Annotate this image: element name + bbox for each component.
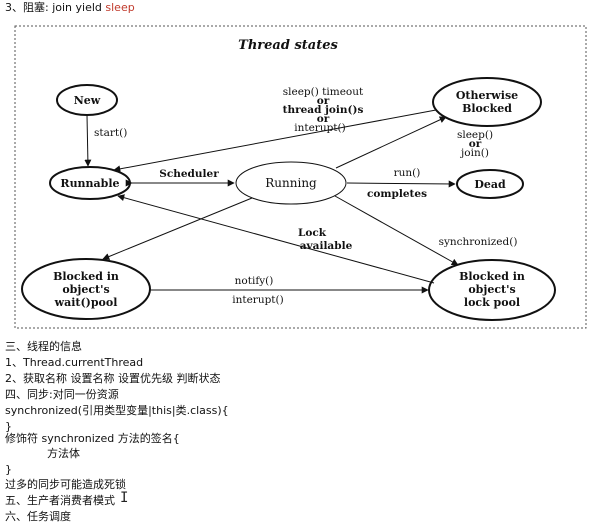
- header-line: 3、阻塞: join yield sleep: [5, 1, 135, 15]
- edge-synchronized-label: synchronized(): [439, 236, 518, 248]
- text-cursor-icon: I: [120, 490, 129, 506]
- edge-sleep-timeout-2: or: [317, 95, 330, 107]
- node-lock-pool: Blocked in object's lock pool: [428, 259, 556, 321]
- edge-completes-label: completes: [367, 188, 427, 200]
- diagram-frame: [14, 25, 587, 329]
- edge-sleep-join-2: or: [469, 138, 482, 150]
- edge-running-to-lock: [334, 195, 459, 266]
- note-line-3: 2、获取名称 设置名称 设置优先级 判断状态: [5, 372, 221, 385]
- edge-run-complete: [346, 180, 456, 188]
- node-running-label: Running: [265, 176, 317, 190]
- node-new: New: [56, 84, 118, 116]
- note-line-4: 四、同步:对同一份资源: [5, 388, 119, 401]
- edge-sleep-timeout-1: sleep() timeout: [283, 86, 364, 98]
- edge-sleep-timeout-5: interupt(): [294, 122, 345, 134]
- note-line-9: }: [5, 463, 12, 476]
- node-runnable-label: Runnable: [60, 177, 119, 190]
- note-line-1: 三、线程的信息: [5, 340, 82, 353]
- node-lock-label-1: Blocked in: [459, 270, 525, 283]
- edge-lock-available-1: Lock: [298, 227, 327, 239]
- edge-lock-to-runnable: [117, 194, 435, 284]
- edge-notify-label: notify(): [235, 275, 274, 287]
- node-otherwise-blocked: Otherwise Blocked: [432, 77, 542, 127]
- node-otherwise-label-1: Otherwise: [456, 89, 518, 102]
- edge-otherwise-to-runnable: [113, 109, 437, 173]
- edge-sleep-timeout-4: or: [317, 113, 330, 125]
- node-wait-pool: Blocked in object's wait()pool: [21, 258, 151, 320]
- node-lock-label-3: lock pool: [464, 296, 520, 309]
- edge-sleep-join-1: sleep(): [457, 129, 493, 141]
- node-dead: Dead: [456, 169, 524, 199]
- header-sleep: sleep: [105, 1, 135, 14]
- note-line-2: 1、Thread.currentThread: [5, 356, 144, 369]
- diagram-title: Thread states: [238, 38, 338, 53]
- note-line-8: 方法体: [47, 447, 80, 460]
- node-dead-label: Dead: [474, 178, 506, 191]
- edge-start-label: start(): [94, 127, 127, 139]
- edge-sleep-join-3: join(): [459, 147, 489, 159]
- edge-lock-available-2: available: [300, 240, 353, 252]
- note-line-5: synchronized(引用类型变量|this|类.class){: [5, 404, 229, 417]
- node-wait-label-2: object's: [62, 283, 109, 296]
- node-running: Running: [235, 161, 347, 205]
- node-wait-label-3: wait()pool: [54, 296, 118, 309]
- node-wait-label-1: Blocked in: [53, 270, 119, 283]
- edge-run-label: run(): [394, 167, 421, 179]
- note-line-6: }: [5, 420, 12, 433]
- header-prefix: 3、阻塞: join yield: [5, 1, 102, 14]
- edge-scheduler-label: Scheduler: [159, 168, 219, 180]
- edge-start: [84, 114, 92, 167]
- edge-interupt-label: interupt(): [232, 294, 283, 306]
- node-runnable: Runnable: [49, 166, 131, 200]
- note-line-7: 修饰符 synchronized 方法的签名{: [5, 432, 180, 445]
- edge-running-to-wait: [102, 197, 253, 260]
- note-line-10: 过多的同步可能造成死锁: [5, 478, 126, 491]
- note-line-12: 六、任务调度: [5, 510, 71, 523]
- note-line-11: 五、生产者消费者模式: [5, 494, 115, 507]
- node-new-label: New: [74, 94, 101, 107]
- edge-sleep-timeout-3: thread join()s: [283, 104, 364, 116]
- node-lock-label-2: object's: [468, 283, 515, 296]
- edge-running-to-otherwise: [335, 116, 447, 169]
- node-otherwise-label-2: Blocked: [462, 102, 512, 115]
